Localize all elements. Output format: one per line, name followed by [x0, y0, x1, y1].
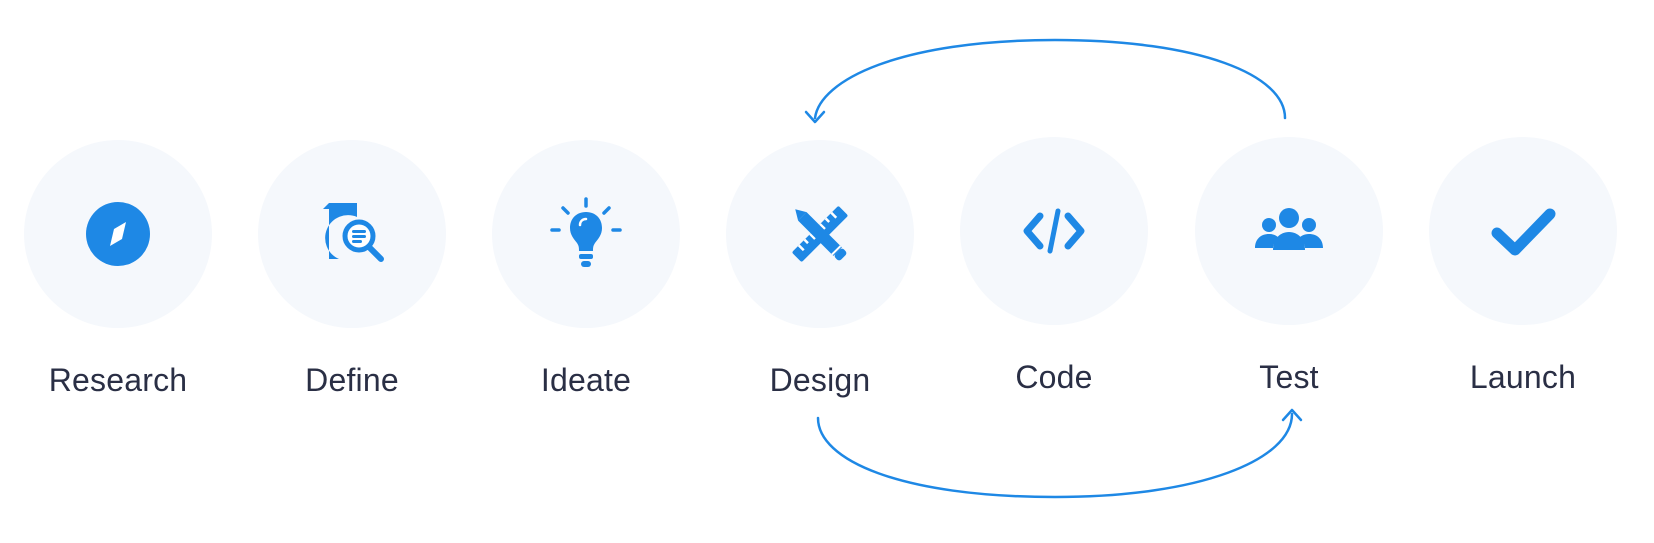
- loop-arrow-test-to-design: [813, 38, 1287, 120]
- loop-arrow-design-to-test: [816, 412, 1294, 499]
- step-label: Test: [1259, 359, 1319, 395]
- step-define: Define: [232, 140, 472, 420]
- step-launch: Launch: [1403, 137, 1643, 417]
- step-circle: [726, 140, 914, 328]
- step-design: Design: [700, 140, 940, 420]
- step-code: Code: [934, 137, 1174, 417]
- step-circle: [1195, 137, 1383, 325]
- step-label: Define: [305, 362, 399, 398]
- step-label: Ideate: [540, 362, 632, 398]
- lightbulb-icon: [550, 197, 622, 267]
- step-circle: [258, 140, 446, 328]
- step-label: Launch: [1469, 359, 1577, 395]
- pencil-ruler-icon: [792, 206, 848, 262]
- step-label: Research: [48, 362, 188, 398]
- document-search-icon: [323, 203, 384, 262]
- step-circle: [492, 140, 680, 328]
- step-label: Design: [769, 362, 871, 398]
- compass-icon: [86, 202, 150, 266]
- users-icon: [1255, 208, 1323, 250]
- step-label: Code: [1015, 359, 1093, 395]
- checkmark-icon: [1491, 208, 1556, 256]
- step-circle: [960, 137, 1148, 325]
- step-circle: [24, 140, 212, 328]
- step-circle: [1429, 137, 1617, 325]
- step-ideate: Ideate: [466, 140, 706, 420]
- arrowhead-down-icon: [804, 110, 826, 124]
- code-icon: [1023, 208, 1085, 254]
- step-research: Research: [0, 140, 238, 420]
- step-test: Test: [1169, 137, 1409, 417]
